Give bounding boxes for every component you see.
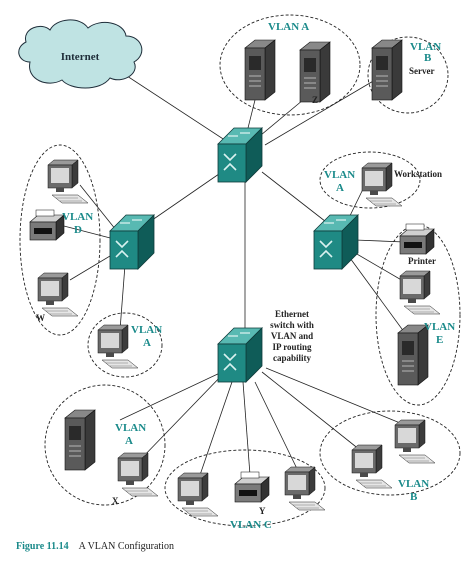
vlan-label: A [125, 435, 133, 447]
node-y-label: Y [259, 506, 266, 516]
vlan-label: B [424, 52, 432, 64]
printer-label: Printer [408, 256, 436, 266]
center-switch [217, 327, 263, 383]
vlan-label: VLAN [62, 211, 93, 223]
server-label: Server [409, 66, 434, 76]
internet-cloud: Internet [18, 19, 143, 89]
server-icon [244, 39, 276, 101]
node-x-label: X [112, 496, 119, 506]
vlan-label: D [74, 224, 82, 236]
vlan-label: VLAN [398, 478, 429, 490]
workstation-icon [177, 472, 219, 517]
figure-caption: Figure 11.14 A VLAN Configuration [16, 541, 174, 552]
workstation-icon [117, 452, 159, 497]
workstation-label: Workstation [394, 169, 442, 179]
workstation-icon [37, 272, 79, 317]
vlan-label: VLAN [115, 422, 146, 434]
vlan-label: VLAN C [230, 519, 272, 531]
left-switch [109, 214, 155, 270]
switch-label-line: Ethernet [275, 309, 309, 319]
right-switch [313, 214, 359, 270]
vlan-label: A [336, 182, 344, 194]
vlan-label: VLAN [424, 321, 455, 333]
center-switch-label: Ethernet switch with VLAN and IP routing… [270, 309, 314, 363]
vlan-label: E [436, 334, 443, 346]
switch-label-line: capability [273, 353, 312, 363]
node-w-label: W [36, 313, 45, 323]
server-icon [299, 41, 331, 103]
vlan-label: VLAN [131, 324, 162, 336]
switch-label-line: IP routing [272, 342, 312, 352]
connection-lines [59, 54, 411, 476]
vlan-label: VLAN [324, 169, 355, 181]
server-icon [64, 409, 96, 471]
workstation-icon [399, 270, 441, 315]
vlan-label: A [143, 337, 151, 349]
figure-title: A VLAN Configuration [78, 541, 174, 552]
workstation-icon [351, 444, 393, 489]
server-icon [397, 324, 429, 386]
top-switch [217, 127, 263, 183]
workstation-icon [47, 159, 89, 204]
vlan-label: B [410, 491, 418, 503]
figure-number: Figure 11.14 [16, 541, 69, 552]
internet-label: Internet [61, 51, 100, 63]
server-icon [371, 39, 403, 101]
printer-icon [29, 209, 65, 241]
switch-label-line: switch with [270, 320, 314, 330]
node-z-label: Z [312, 95, 318, 105]
switch-label-line: VLAN and [271, 331, 313, 341]
workstation-icon [394, 419, 436, 464]
vlan-label: VLAN A [268, 21, 309, 33]
printer-icon [234, 471, 270, 503]
vlan-label: VLAN [410, 41, 441, 53]
